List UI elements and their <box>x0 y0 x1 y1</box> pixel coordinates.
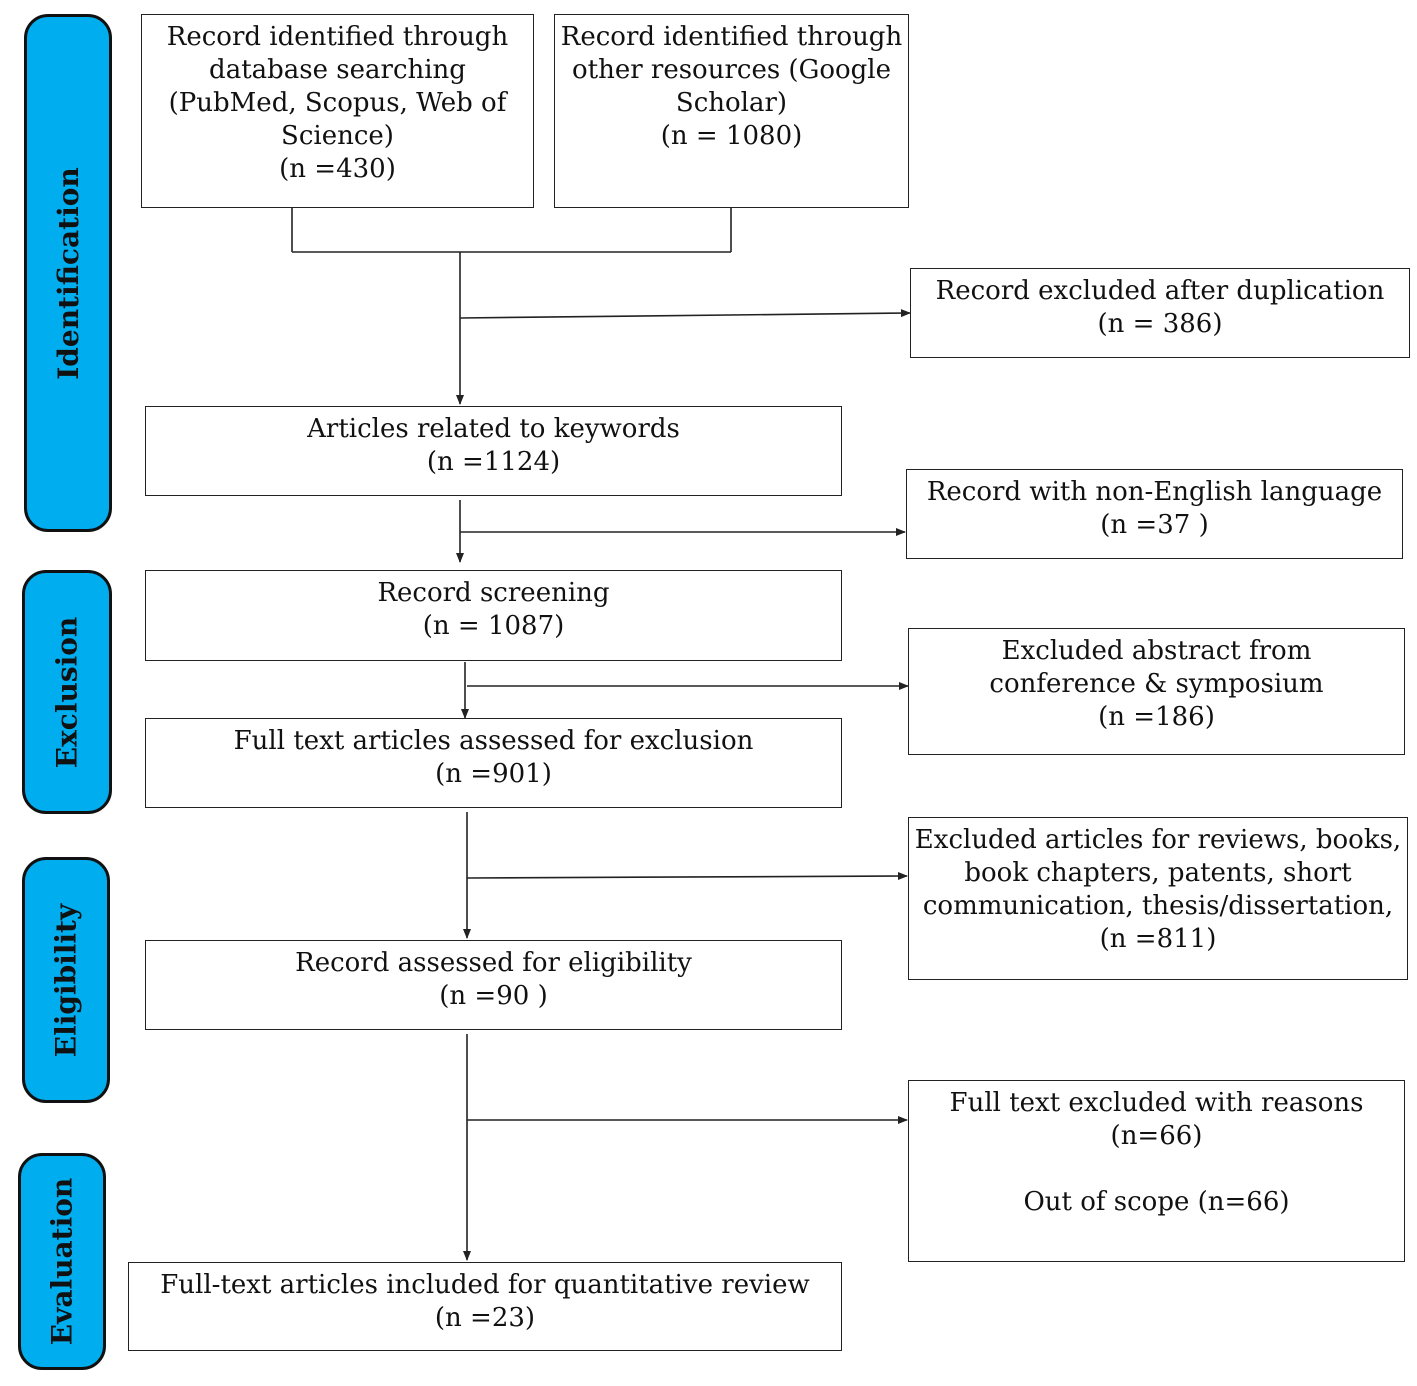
other-resources-line-3: Scholar) <box>675 88 788 118</box>
non-english-label: Record with non-English language <box>926 477 1383 507</box>
db-search-line-2: database searching <box>209 55 466 85</box>
phase-evaluation: Evaluation <box>18 1153 106 1370</box>
reviews-excluded-count: (n =811) <box>1099 924 1217 954</box>
box-fulltext-assessed: Full text articles assessed for exclusio… <box>145 718 842 808</box>
phase-exclusion-label: Exclusion <box>50 616 84 768</box>
phase-eligibility: Eligibility <box>22 857 110 1103</box>
arrow-to-reviews-excluded <box>466 872 908 881</box>
duplicates-count: (n = 386) <box>1097 309 1223 339</box>
duplicates-label: Record excluded after duplication <box>935 276 1385 306</box>
box-database-search: Record identified through database searc… <box>141 14 534 208</box>
db-search-line-4: Science) <box>281 121 394 151</box>
box-reasons-excluded: Full text excluded with reasons (n=66) O… <box>908 1080 1405 1262</box>
abstract-excluded-count: (n =186) <box>1098 702 1215 732</box>
phase-eligibility-label: Eligibility <box>49 903 83 1057</box>
included-label: Full-text articles included for quantita… <box>160 1270 810 1300</box>
keywords-count: (n =1124) <box>426 447 561 477</box>
abstract-excluded-line-1: Excluded abstract from <box>1001 636 1312 666</box>
box-keywords: Articles related to keywords (n =1124) <box>145 406 842 496</box>
screening-count: (n = 1087) <box>422 611 565 641</box>
other-resources-count: (n = 1080) <box>660 121 803 151</box>
phase-exclusion: Exclusion <box>22 570 112 814</box>
box-included: Full-text articles included for quantita… <box>128 1262 842 1351</box>
phase-identification-label: Identification <box>51 166 85 380</box>
box-abstract-excluded: Excluded abstract from conference & symp… <box>908 628 1405 755</box>
reviews-excluded-line-1: Excluded articles for reviews, books, <box>914 825 1402 855</box>
db-search-line-1: Record identified through <box>166 22 509 52</box>
db-search-count: (n =430) <box>279 154 396 184</box>
reviews-excluded-line-3: communication, thesis/dissertation, <box>922 891 1394 921</box>
box-reviews-excluded: Excluded articles for reviews, books, bo… <box>908 817 1408 980</box>
reasons-out-of-scope: Out of scope (n=66) <box>1023 1187 1290 1217</box>
included-count: (n =23) <box>434 1303 536 1333</box>
box-non-english: Record with non-English language (n =37 … <box>906 469 1403 559</box>
screening-label: Record screening <box>377 578 610 608</box>
keywords-label: Articles related to keywords <box>307 414 680 444</box>
phase-evaluation-label: Evaluation <box>45 1177 79 1346</box>
box-eligibility: Record assessed for eligibility (n =90 ) <box>145 940 842 1030</box>
other-resources-line-1: Record identified through <box>560 22 903 52</box>
box-other-resources: Record identified through other resource… <box>554 14 909 208</box>
box-duplicates-excluded: Record excluded after duplication (n = 3… <box>910 268 1410 358</box>
reasons-excluded-label: Full text excluded with reasons (n=66) <box>949 1088 1364 1151</box>
db-search-line-3: (PubMed, Scopus, Web of <box>168 88 507 118</box>
reviews-excluded-line-2: book chapters, patents, short <box>964 858 1352 888</box>
eligibility-label: Record assessed for eligibility <box>295 948 692 978</box>
box-screening: Record screening (n = 1087) <box>145 570 842 661</box>
fulltext-assessed-count: (n =901) <box>435 759 552 789</box>
arrow-to-duplicates <box>459 309 911 319</box>
fulltext-assessed-label: Full text articles assessed for exclusio… <box>233 726 754 756</box>
other-resources-line-2: other resources (Google <box>571 55 892 85</box>
eligibility-count: (n =90 ) <box>439 981 548 1011</box>
abstract-excluded-line-2: conference & symposium <box>989 669 1324 699</box>
phase-identification: Identification <box>24 14 112 532</box>
non-english-count: (n =37 ) <box>1100 510 1209 540</box>
